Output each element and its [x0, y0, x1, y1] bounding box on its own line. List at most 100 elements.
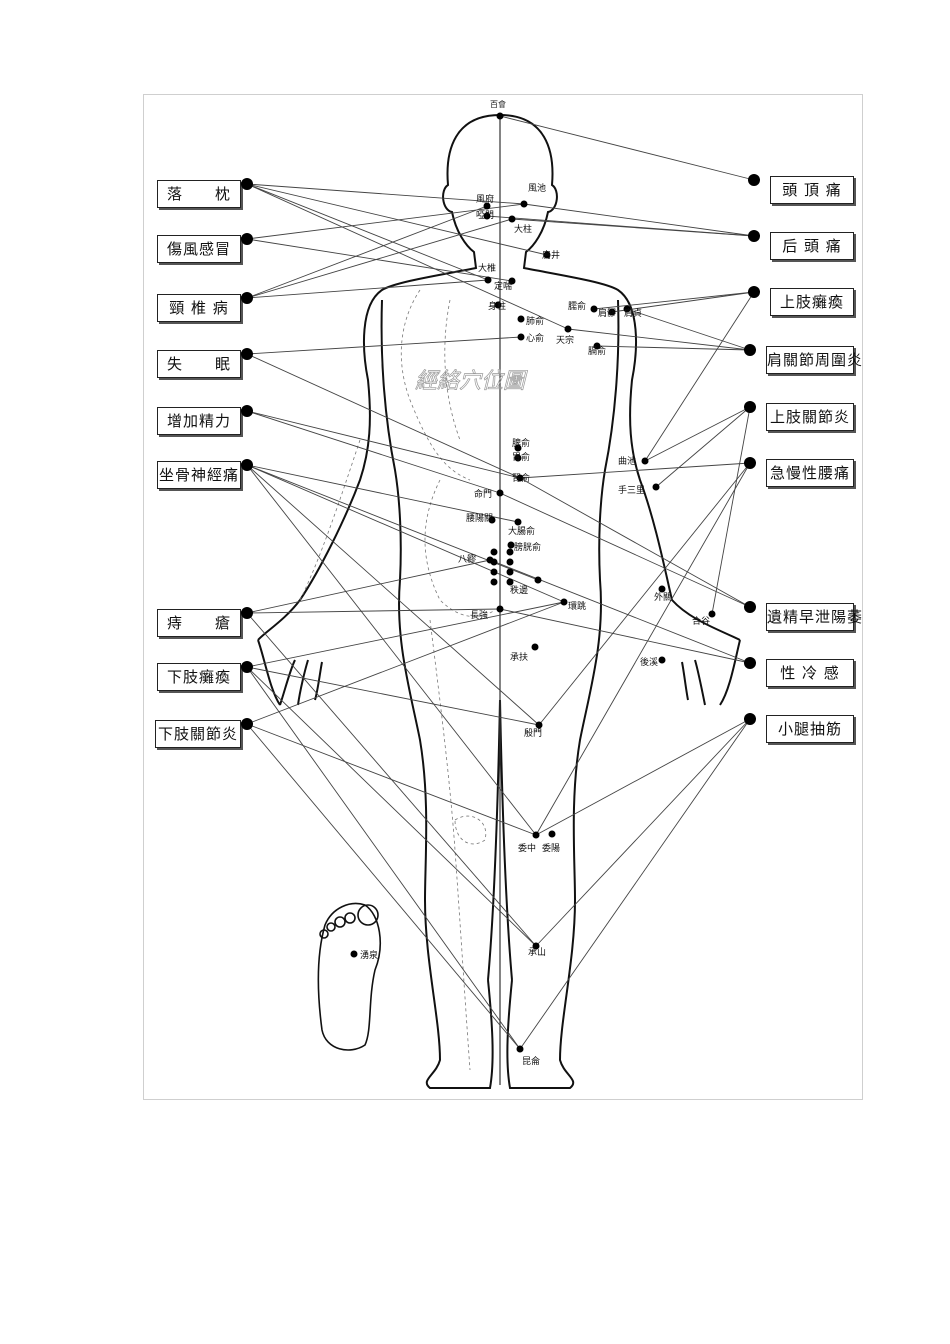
condition-anchor-xiazhi_tan [241, 661, 253, 673]
baliao-dot [490, 568, 498, 576]
connector-jingli-shenshu [246, 410, 521, 479]
connector-shangfeng-fengchi [246, 203, 525, 240]
acupoint-dot-weishu [514, 454, 522, 462]
acupoint-dot-shousanli [652, 483, 660, 491]
connector-xiaotui-chengshan [535, 718, 751, 947]
diagram-frame [143, 94, 863, 1100]
connector-jianguan-tianzong [567, 328, 751, 351]
condition-label-zuogu: 坐骨神經痛 [157, 461, 241, 489]
connector-yijing-mingmen [499, 492, 751, 608]
connector-shangzhi_tan-quchi [644, 291, 755, 462]
acupoint-dot-yaoyang [488, 516, 496, 524]
condition-anchor-zhichuang [241, 607, 253, 619]
acupoint-dot-houxi [658, 656, 666, 664]
acupoint-dot-tianzong [564, 325, 572, 333]
acupoint-label-tianzong: 天宗 [556, 334, 574, 346]
connector-xiazhi_tan-chengshan [246, 666, 537, 947]
acupoint-dot-jianjing [543, 251, 551, 259]
acupoint-dot-quchi [641, 457, 649, 465]
acupoint-label-fengfu: 風府 [476, 193, 494, 205]
body-outline [257, 114, 741, 1089]
acupoint-label-jianjing: 肩井 [542, 249, 560, 261]
condition-anchor-jingzhui [241, 292, 253, 304]
baliao-dot [506, 578, 514, 586]
condition-anchor-shimian [241, 348, 253, 360]
acupoint-dot-shenzhu [494, 301, 502, 309]
acupoint-label-yamen: 啞門 [476, 210, 494, 221]
acupoint-dot-zhibian [534, 576, 542, 584]
condition-label-yijing: 遺精早泄陽萎 [766, 603, 862, 631]
acupoint-markers: 百會風池風府啞門大柱肩井大椎定喘身柱肺俞心俞天宗膈俞臑俞肩髎肩貞脾俞胃俞腎俞命門… [350, 99, 716, 1067]
acupoint-label-weishu: 胃俞 [512, 451, 530, 463]
acupoint-label-dazhu: 大柱 [514, 223, 532, 235]
acupoint-dot-fengfu [483, 202, 491, 210]
condition-label-shangfeng: 傷風感冒 [157, 235, 241, 263]
acupoint-label-houxi: 後溪 [640, 656, 658, 668]
condition-anchor-jianguan [744, 344, 756, 356]
connector-xiaotui-weizhong [535, 718, 751, 836]
acupoint-label-kunlun: 昆侖 [522, 1055, 540, 1067]
acupoint-dot-hegu [708, 610, 716, 618]
acupoint-label-weizhong: 委中 [518, 842, 536, 854]
acupoint-label-shenshu: 腎俞 [512, 472, 530, 484]
connector-zuogu-yinmen [246, 464, 540, 726]
condition-label-yaotong: 急慢性腰痛 [766, 459, 854, 487]
condition-label-xiazhi_jie: 下肢關節炎 [155, 720, 241, 748]
acupoint-dot-chengfu [531, 643, 539, 651]
acupoint-dot-dingchuan [508, 277, 516, 285]
baliao-dot [506, 558, 514, 566]
connector-xiazhi_jie-weizhong [246, 723, 537, 836]
acupoint-label-dazhui: 大椎 [478, 262, 496, 274]
acupoint-dot-baihui [496, 112, 504, 120]
connector-shimian-xinshu [246, 336, 522, 355]
baliao-dot [506, 568, 514, 576]
acupoint-label-geshu: 膈俞 [588, 345, 606, 357]
acupoint-dot-dazhu [508, 215, 516, 223]
condition-label-jianguan: 肩關節周圍炎 [766, 346, 862, 374]
condition-anchor-yaotong [744, 457, 756, 469]
connector-lines [246, 115, 755, 1050]
connector-houtou-fengchi [523, 203, 755, 237]
condition-anchor-jingli [241, 405, 253, 417]
watermark: 經絡穴位圖 [415, 369, 528, 394]
condition-anchor-zuogu [241, 459, 253, 471]
condition-anchor-houtou [748, 230, 760, 242]
condition-anchor-shangzhi_jie [744, 401, 756, 413]
connector-xiazhi_jie-huantiao [246, 601, 565, 725]
condition-label-xiazhi_tan: 下肢癱瘓 [157, 663, 241, 691]
foot-sole [317, 902, 381, 1051]
connector-luozhen-jianjing [246, 183, 548, 256]
connector-zuogu-dachang [246, 464, 519, 523]
connector-xingleng-baliao [489, 559, 751, 664]
acupoint-dot-pishu [514, 444, 522, 452]
acupoint-label-chengshan: 承山 [528, 947, 546, 958]
acupoint-label-pangguang: 膀胱俞 [514, 541, 541, 553]
acupoint-label-mingmen: 命門 [474, 488, 492, 500]
connector-shangzhi_tan-naoshu [593, 291, 755, 310]
connector-touding-baihui [499, 115, 755, 181]
condition-anchor-xiaotui [744, 713, 756, 725]
condition-label-zhichuang: 痔 瘡 [157, 609, 241, 637]
acupoint-label-jianliao: 肩髎 [598, 307, 616, 319]
baliao-dot [506, 548, 514, 556]
acupoint-dot-jianzhen [623, 305, 631, 313]
acupoint-dot-weizhong [532, 831, 540, 839]
condition-anchor-xingleng [744, 657, 756, 669]
acupoint-dot-geshu [593, 342, 601, 350]
condition-label-jingli: 增加精力 [157, 407, 241, 435]
condition-anchor-shangzhi_tan [748, 286, 760, 298]
connector-jianguan-geshu [596, 345, 751, 351]
acupoint-label-xinshu: 心俞 [526, 332, 544, 344]
acupoint-label-baihui: 百會 [490, 99, 506, 109]
acupoint-dot-pangguang [507, 541, 515, 549]
connector-shangzhi_tan-jianliao [611, 291, 755, 313]
condition-label-houtou: 后 頭 痛 [770, 232, 854, 260]
connector-jingli-mingmen [246, 410, 501, 494]
connector-zhichuang-changqiang [246, 608, 501, 614]
acupoint-label-dachang: 大腸俞 [508, 525, 535, 537]
acupoint-label-changqiang: 長強 [470, 609, 488, 621]
connector-xingleng-changqiang [499, 608, 751, 664]
acupoint-label-weiyang: 委陽 [542, 842, 560, 854]
connector-xiazhi_tan-yinmen [246, 666, 540, 726]
